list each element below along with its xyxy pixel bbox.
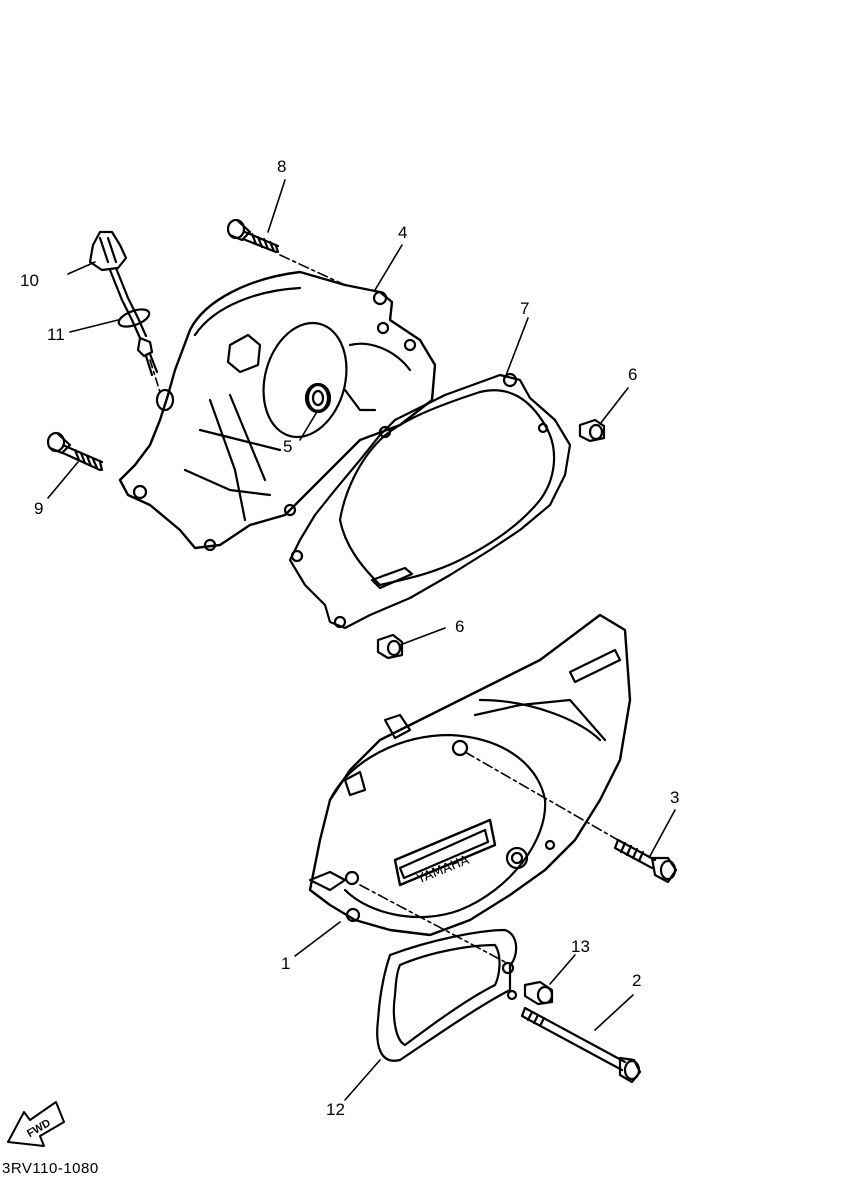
leader-6-lower	[399, 627, 446, 646]
leader-9	[47, 461, 79, 499]
callout-4: 4	[398, 223, 408, 242]
leader-12	[344, 1059, 381, 1101]
bearing-5	[304, 382, 332, 414]
callout-10: 10	[20, 271, 39, 290]
callout-6-lower: 6	[455, 617, 465, 636]
callout-6-upper: 6	[628, 365, 638, 384]
leader-8	[267, 179, 286, 233]
callout-9: 9	[34, 499, 44, 518]
part-code: 3RV110-1080	[2, 1160, 99, 1177]
leader-2	[594, 994, 634, 1031]
dowel-6-upper	[578, 418, 606, 443]
dipstick-10	[88, 230, 159, 377]
leader-10	[67, 261, 96, 275]
leader-1	[294, 921, 341, 957]
bolt-2	[520, 1006, 642, 1084]
callout-3: 3	[670, 788, 680, 807]
leader-6-upper	[599, 387, 629, 425]
callout-7: 7	[520, 299, 530, 318]
callout-2: 2	[632, 971, 642, 990]
seal-ring	[376, 928, 518, 1062]
bolt-3	[613, 838, 678, 884]
plug-13	[523, 980, 554, 1006]
leader-4	[374, 244, 403, 291]
bolt-9	[46, 431, 104, 472]
callout-12: 12	[326, 1100, 345, 1119]
callout-5: 5	[283, 437, 293, 456]
leader-3	[649, 809, 676, 857]
crankcase-cover-inner	[118, 270, 437, 552]
leader-7	[504, 317, 529, 379]
cover-gasket	[288, 372, 572, 630]
dowel-6-lower	[376, 633, 404, 660]
callout-13: 13	[571, 937, 590, 956]
leader-13	[549, 954, 576, 985]
callout-8: 8	[277, 157, 287, 176]
leader-5	[299, 409, 319, 441]
o-ring-11	[117, 308, 151, 328]
crankcase-cover-outer: YAMAHA	[308, 613, 632, 937]
leader-11	[69, 319, 119, 333]
callout-11: 11	[47, 325, 65, 344]
leader-lines	[47, 179, 676, 1101]
callout-1: 1	[281, 954, 291, 973]
bolt-8	[226, 218, 280, 254]
forward-direction-arrow: FWD	[7, 1101, 65, 1147]
